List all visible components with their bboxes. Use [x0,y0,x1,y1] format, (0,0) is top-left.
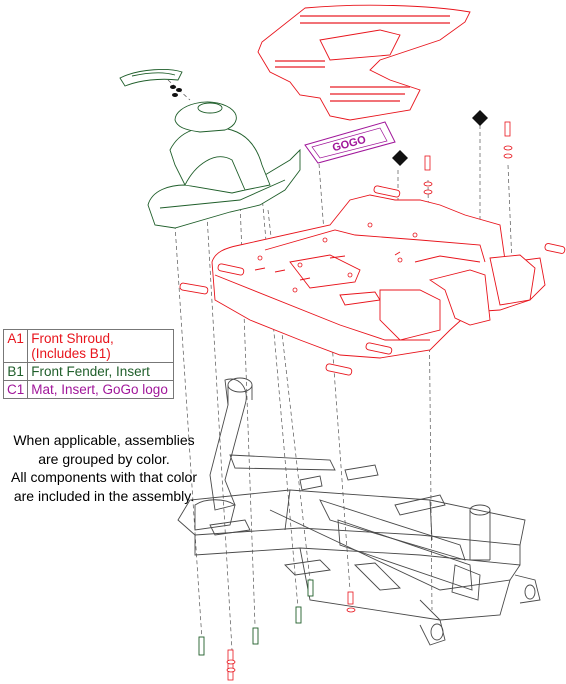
note-line: All components with that color [11,469,197,485]
note-line: are grouped by color. [38,450,170,467]
green-bolts [198,579,314,656]
front-fender [119,69,301,229]
legend-code: A1 [2,329,29,363]
legend-row-b1: B1 Front Fender, Insert [2,362,174,381]
mat-pattern [275,15,450,102]
legend-row-c1: C1 Mat, Insert, GoGo logo [2,380,174,399]
legend-code: C1 [2,380,29,399]
legend-description: Front Shroud, (Includes B1) [27,329,174,363]
shroud-holes [257,222,418,293]
legend-description: Mat, Insert, GoGo logo [27,380,174,399]
fender-screws [170,85,182,97]
red-screws [226,121,513,681]
legend-code: B1 [2,362,29,381]
legend-description: Front Fender, Insert [27,362,174,381]
assembly-legend: A1 Front Shroud, (Includes B1) B1 Front … [2,329,174,399]
front-shroud [211,194,546,359]
legend-row-a1: A1 Front Shroud, (Includes B1) [2,329,174,363]
base-frame [177,377,541,646]
gogo-logo-insert [304,121,396,164]
note-line: are included in the assembly. [13,487,195,504]
red-inserts [179,185,566,376]
diamond-markers [392,110,488,166]
assembly-note: When applicable, assemblies are grouped … [0,431,208,505]
floor-mat [257,4,471,121]
note-line: When applicable, assemblies [13,432,195,448]
